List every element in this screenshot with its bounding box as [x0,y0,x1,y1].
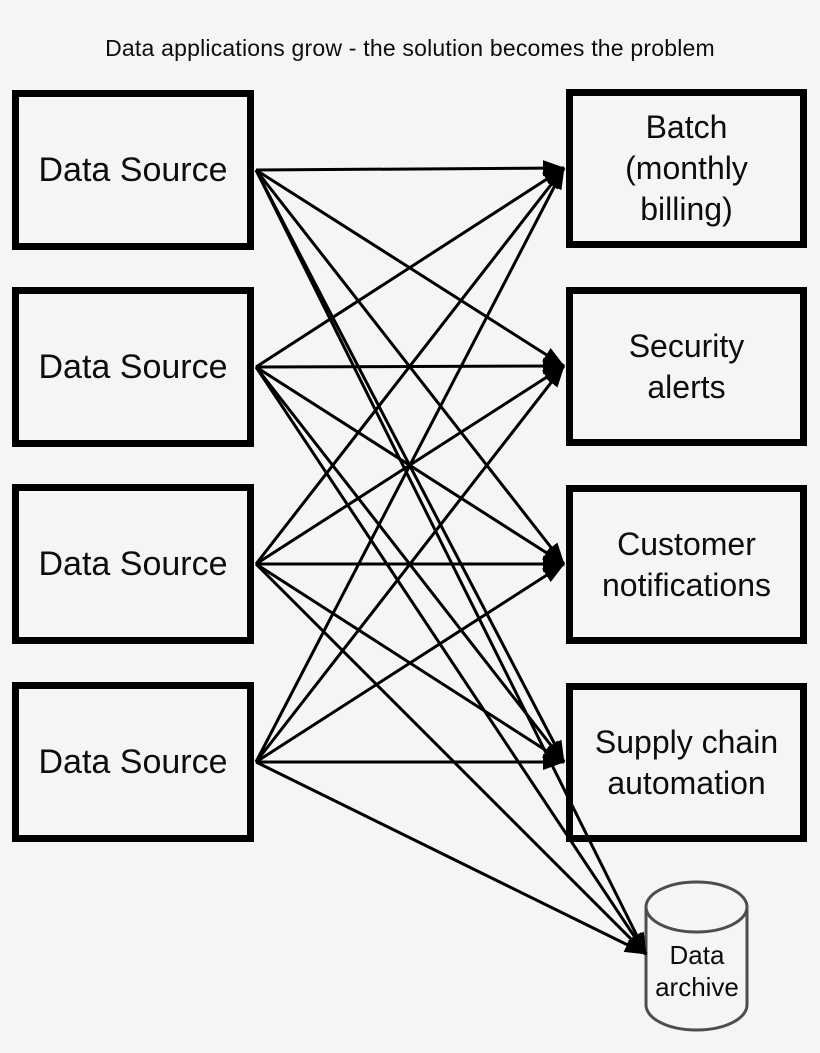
destination-box-rect [566,287,807,446]
connection-arrow [254,167,566,565]
source-box-rect [12,682,254,842]
connection-arrow [254,366,648,955]
connection-arrow [255,760,647,956]
connection-arrow [254,169,648,955]
destination-box-rect [566,683,807,842]
connection-arrow [255,562,565,764]
connection-lines [254,160,648,956]
connection-arrow [254,167,566,763]
connection-arrow [255,160,565,177]
source-boxes [12,90,254,842]
destination-box-rect [566,485,807,644]
database-cylinder-icon [644,880,749,1032]
destination-boxes [566,89,807,842]
destination-box-rect [566,89,807,248]
source-box-rect [12,287,254,447]
connection-arrow [254,562,648,956]
source-box-rect [12,90,254,250]
connection-arrow [255,166,565,369]
source-box-rect [12,484,254,644]
connection-arrow [254,365,566,763]
